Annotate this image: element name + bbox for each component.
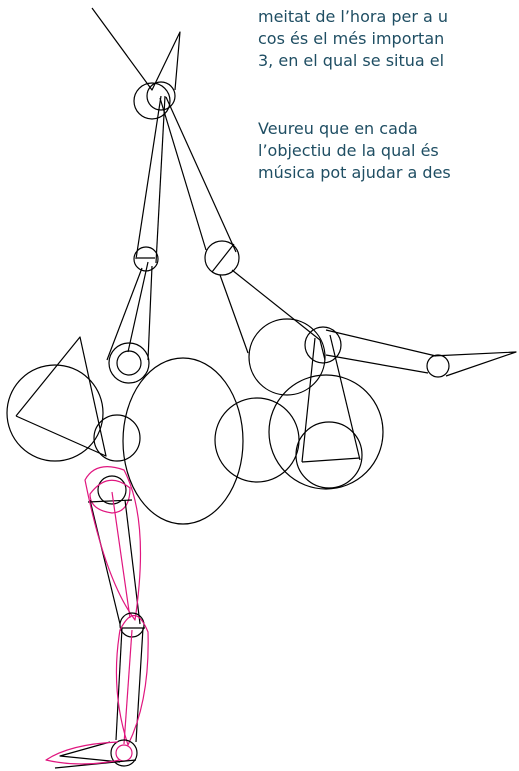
arm-line (160, 98, 206, 250)
second-arm (160, 97, 320, 353)
raised-hand-lines (92, 8, 180, 90)
leg-line (326, 330, 436, 356)
elbow-joint (134, 247, 158, 271)
extended-leg (326, 330, 516, 377)
head-circle (7, 365, 103, 461)
shin-axis-highlight (124, 630, 132, 744)
arm-line (220, 275, 248, 353)
upper-arm-line (148, 266, 152, 360)
thigh-line (330, 335, 360, 460)
torso (7, 319, 383, 524)
foot-lines (432, 352, 516, 376)
shin-line (136, 628, 143, 742)
knee-chord (302, 458, 360, 462)
arm-line (232, 270, 320, 340)
shoulder-joint-inner (117, 351, 141, 375)
neck-joint (94, 415, 140, 461)
elbow-chord-2 (212, 244, 234, 272)
knee-circle (296, 422, 362, 488)
ankle-joint (427, 355, 449, 377)
pelvis-circle (215, 398, 299, 482)
thigh-circle (269, 375, 383, 489)
chest-ellipse (123, 358, 243, 524)
head-triangle (16, 337, 106, 456)
arm-line (166, 97, 236, 252)
standing-leg (46, 467, 148, 768)
leg-line (326, 355, 428, 373)
elbow-joint-2 (205, 241, 239, 275)
upper-arm-axis (128, 262, 148, 352)
raised-arm (92, 8, 180, 383)
ankle-highlight (116, 745, 132, 761)
